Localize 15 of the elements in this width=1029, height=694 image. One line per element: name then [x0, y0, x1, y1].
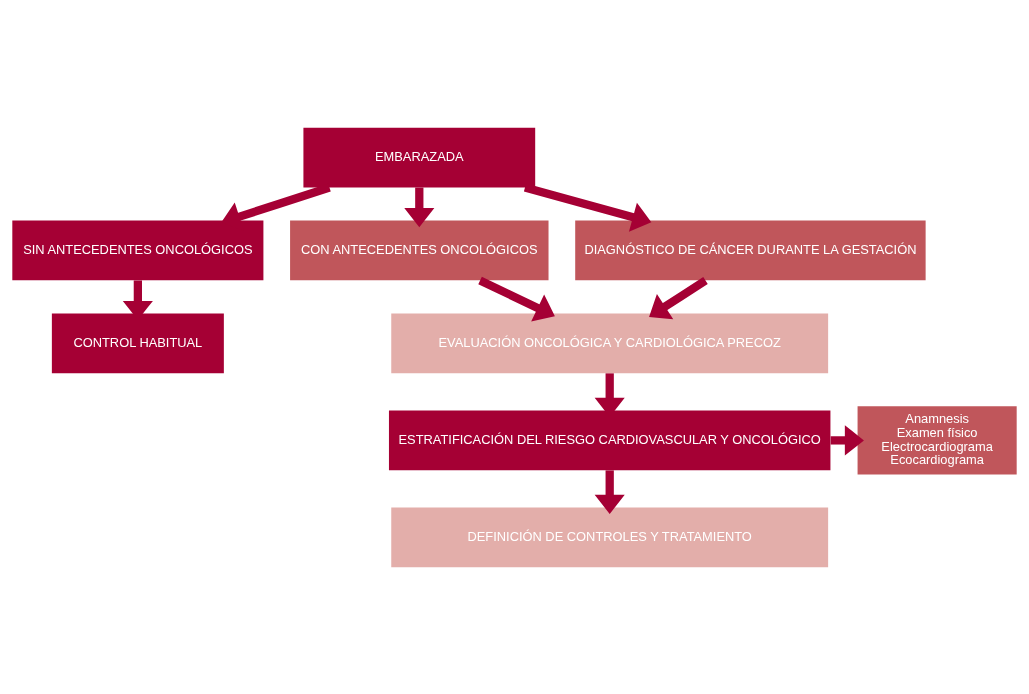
arrow	[404, 187, 435, 227]
node-box: CON ANTECEDENTES ONCOLÓGICOS	[290, 220, 549, 280]
node-box: DIAGNÓSTICO DE CÁNCER DURANTE LA GESTACIÓN	[575, 220, 926, 280]
node-box: EMBARAZADA	[303, 127, 536, 187]
node-box: EVALUACIÓN ONCOLÓGICA Y CARDIOLÓGICA PRECOZ	[391, 312, 829, 373]
node-box: DEFINICIÓN DE CONTROLES Y TRATAMIENTO	[391, 507, 829, 567]
arrow	[478, 276, 555, 322]
node-box: CONTROL HABITUAL	[51, 312, 224, 373]
node-box: SIN ANTECEDENTES ONCOLÓGICOS	[12, 220, 264, 280]
arrow	[594, 469, 625, 514]
arrow	[523, 183, 652, 232]
arrow	[649, 276, 708, 319]
node-box: ESTRATIFICACIÓN DEL RIESGO CARDIOVASCULAR Y ONCOLÓGICO	[388, 410, 831, 470]
node-box: Anamnesis Examen físico Electrocardiograma Ecocardiograma	[857, 405, 1017, 474]
arrow	[830, 424, 864, 455]
